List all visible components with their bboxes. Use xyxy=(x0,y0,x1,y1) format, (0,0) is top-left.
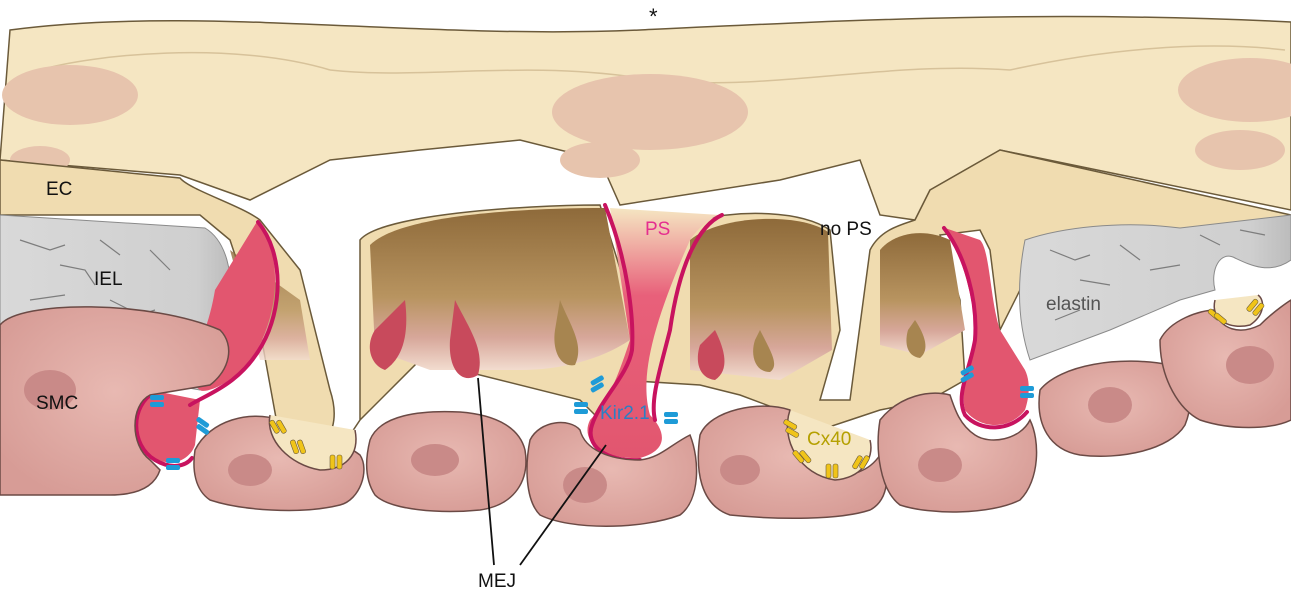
kir21-label: Kir2.1 xyxy=(600,404,650,423)
asterisk-label: * xyxy=(649,6,658,28)
elastin-label: elastin xyxy=(1046,295,1101,314)
cx40-label: Cx40 xyxy=(807,430,851,449)
smc-label: SMC xyxy=(36,394,78,413)
ps-label: PS xyxy=(645,220,670,239)
no-ps-label: no PS xyxy=(820,220,872,239)
iel-label: IEL xyxy=(94,270,123,289)
mej-label: MEJ xyxy=(478,572,516,591)
ec-label: EC xyxy=(46,180,72,199)
